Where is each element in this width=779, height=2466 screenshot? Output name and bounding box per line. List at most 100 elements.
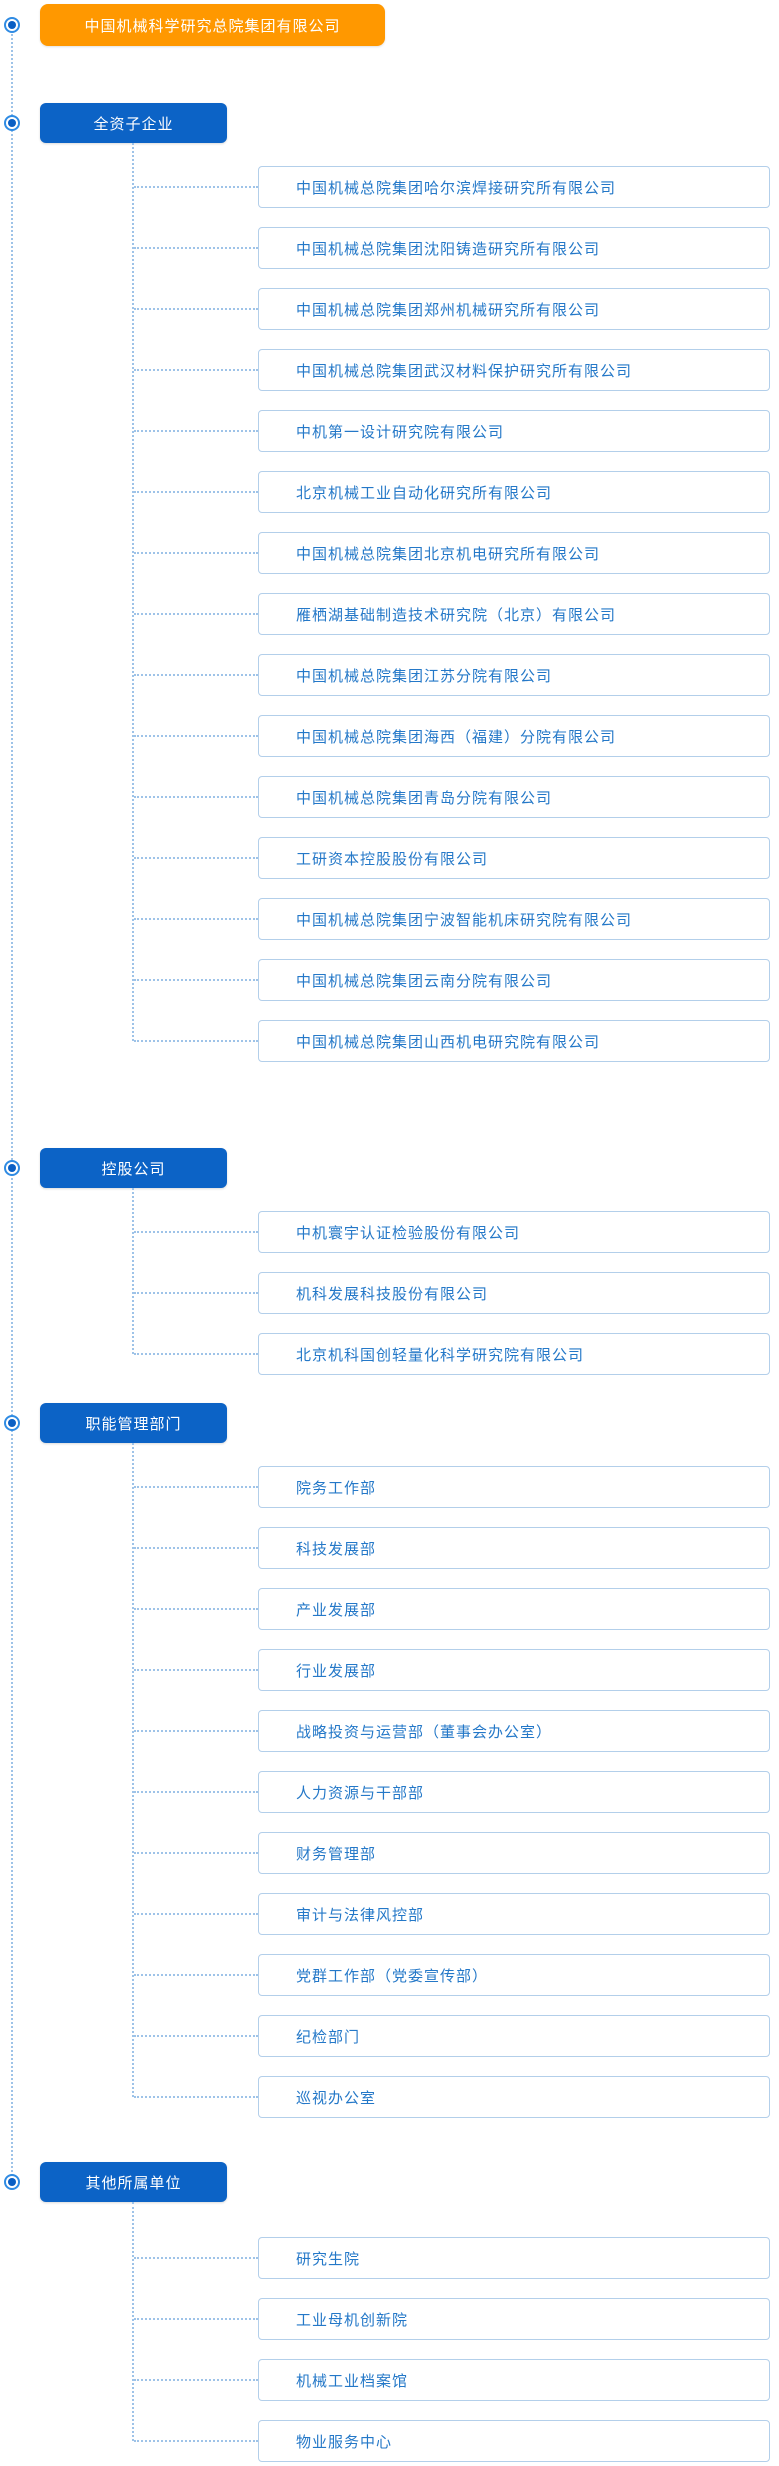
item-label: 党群工作部（党委宣传部） <box>296 1967 489 1985</box>
item-connector-line <box>134 918 258 920</box>
section-toggle-icon[interactable] <box>4 1160 20 1176</box>
item-connector-line <box>134 1292 258 1294</box>
section-node-4[interactable]: 其他所属单位 <box>40 2162 227 2202</box>
item-node: 中国机械总院集团郑州机械研究所有限公司 <box>258 288 770 330</box>
section-label: 全资子企业 <box>93 115 174 133</box>
root-node[interactable]: 中国机械科学研究总院集团有限公司 <box>40 4 385 46</box>
tree-trunk-line <box>11 30 13 2176</box>
item-node: 党群工作部（党委宣传部） <box>258 1954 770 1996</box>
item-connector-line <box>134 2440 258 2442</box>
item-connector-line <box>134 369 258 371</box>
item-node: 中机第一设计研究院有限公司 <box>258 410 770 452</box>
item-node: 中国机械总院集团沈阳铸造研究所有限公司 <box>258 227 770 269</box>
item-connector-line <box>134 1791 258 1793</box>
item-label: 财务管理部 <box>296 1845 377 1863</box>
item-connector-line <box>134 552 258 554</box>
item-label: 北京机械工业自动化研究所有限公司 <box>296 484 553 502</box>
item-label: 审计与法律风控部 <box>296 1906 425 1924</box>
item-connector-line <box>134 1730 258 1732</box>
section-drop-line <box>132 1443 134 2097</box>
item-connector-line <box>134 674 258 676</box>
item-connector-line <box>134 857 258 859</box>
item-label: 中国机械总院集团海西（福建）分院有限公司 <box>296 728 617 746</box>
item-node: 中国机械总院集团哈尔滨焊接研究所有限公司 <box>258 166 770 208</box>
item-label: 纪检部门 <box>296 2028 361 2046</box>
item-label: 中国机械总院集团郑州机械研究所有限公司 <box>296 301 601 319</box>
item-connector-line <box>134 1974 258 1976</box>
item-label: 研究生院 <box>296 2250 361 2268</box>
item-label: 中国机械总院集团江苏分院有限公司 <box>296 667 553 685</box>
item-connector-line <box>134 1486 258 1488</box>
item-node: 行业发展部 <box>258 1649 770 1691</box>
item-label: 中国机械总院集团山西机电研究院有限公司 <box>296 1033 601 1051</box>
section-node-2[interactable]: 控股公司 <box>40 1148 227 1188</box>
item-node: 物业服务中心 <box>258 2420 770 2462</box>
item-connector-line <box>134 2035 258 2037</box>
item-node: 中国机械总院集团宁波智能机床研究院有限公司 <box>258 898 770 940</box>
item-node: 中国机械总院集团武汉材料保护研究所有限公司 <box>258 349 770 391</box>
item-node: 中国机械总院集团青岛分院有限公司 <box>258 776 770 818</box>
section-label: 其他所属单位 <box>85 2174 182 2192</box>
item-label: 中机寰宇认证检验股份有限公司 <box>296 1224 521 1242</box>
item-node: 雁栖湖基础制造技术研究院（北京）有限公司 <box>258 593 770 635</box>
item-node: 机科发展科技股份有限公司 <box>258 1272 770 1314</box>
root-toggle-icon[interactable] <box>4 17 20 33</box>
section-drop-line <box>132 2202 134 2441</box>
item-connector-line <box>134 1608 258 1610</box>
item-connector-line <box>134 1547 258 1549</box>
item-node: 北京机械工业自动化研究所有限公司 <box>258 471 770 513</box>
section-node-3[interactable]: 职能管理部门 <box>40 1403 227 1443</box>
item-node: 研究生院 <box>258 2237 770 2279</box>
item-node: 工研资本控股股份有限公司 <box>258 837 770 879</box>
item-node: 院务工作部 <box>258 1466 770 1508</box>
item-connector-line <box>134 979 258 981</box>
item-label: 产业发展部 <box>296 1601 377 1619</box>
item-connector-line <box>134 247 258 249</box>
item-label: 中国机械总院集团北京机电研究所有限公司 <box>296 545 601 563</box>
item-connector-line <box>134 186 258 188</box>
item-node: 中机寰宇认证检验股份有限公司 <box>258 1211 770 1253</box>
item-node: 人力资源与干部部 <box>258 1771 770 1813</box>
item-connector-line <box>134 2318 258 2320</box>
item-label: 院务工作部 <box>296 1479 377 1497</box>
item-node: 北京机科国创轻量化科学研究院有限公司 <box>258 1333 770 1375</box>
item-node: 中国机械总院集团北京机电研究所有限公司 <box>258 532 770 574</box>
item-label: 科技发展部 <box>296 1540 377 1558</box>
item-node: 科技发展部 <box>258 1527 770 1569</box>
item-label: 中国机械总院集团哈尔滨焊接研究所有限公司 <box>296 179 617 197</box>
item-node: 审计与法律风控部 <box>258 1893 770 1935</box>
section-drop-line <box>132 143 134 1041</box>
item-label: 中国机械总院集团青岛分院有限公司 <box>296 789 553 807</box>
item-connector-line <box>134 491 258 493</box>
section-toggle-icon[interactable] <box>4 1415 20 1431</box>
item-label: 巡视办公室 <box>296 2089 377 2107</box>
item-label: 北京机科国创轻量化科学研究院有限公司 <box>296 1346 585 1364</box>
item-label: 人力资源与干部部 <box>296 1784 425 1802</box>
item-node: 中国机械总院集团云南分院有限公司 <box>258 959 770 1001</box>
item-label: 中国机械总院集团宁波智能机床研究院有限公司 <box>296 911 633 929</box>
section-toggle-icon[interactable] <box>4 2174 20 2190</box>
section-label: 职能管理部门 <box>85 1415 182 1433</box>
item-connector-line <box>134 2096 258 2098</box>
section-node-1[interactable]: 全资子企业 <box>40 103 227 143</box>
item-label: 工业母机创新院 <box>296 2311 409 2329</box>
item-connector-line <box>134 1040 258 1042</box>
section-toggle-icon[interactable] <box>4 115 20 131</box>
item-connector-line <box>134 308 258 310</box>
item-connector-line <box>134 1353 258 1355</box>
item-connector-line <box>134 1913 258 1915</box>
item-node: 机械工业档案馆 <box>258 2359 770 2401</box>
item-connector-line <box>134 1231 258 1233</box>
item-connector-line <box>134 1852 258 1854</box>
root-node-label: 中国机械科学研究总院集团有限公司 <box>84 17 341 35</box>
item-label: 中国机械总院集团武汉材料保护研究所有限公司 <box>296 362 633 380</box>
item-label: 工研资本控股股份有限公司 <box>296 850 489 868</box>
item-label: 机械工业档案馆 <box>296 2372 409 2390</box>
item-node: 巡视办公室 <box>258 2076 770 2118</box>
item-label: 中机第一设计研究院有限公司 <box>296 423 505 441</box>
item-connector-line <box>134 2379 258 2381</box>
item-node: 中国机械总院集团山西机电研究院有限公司 <box>258 1020 770 1062</box>
item-node: 中国机械总院集团江苏分院有限公司 <box>258 654 770 696</box>
item-node: 中国机械总院集团海西（福建）分院有限公司 <box>258 715 770 757</box>
